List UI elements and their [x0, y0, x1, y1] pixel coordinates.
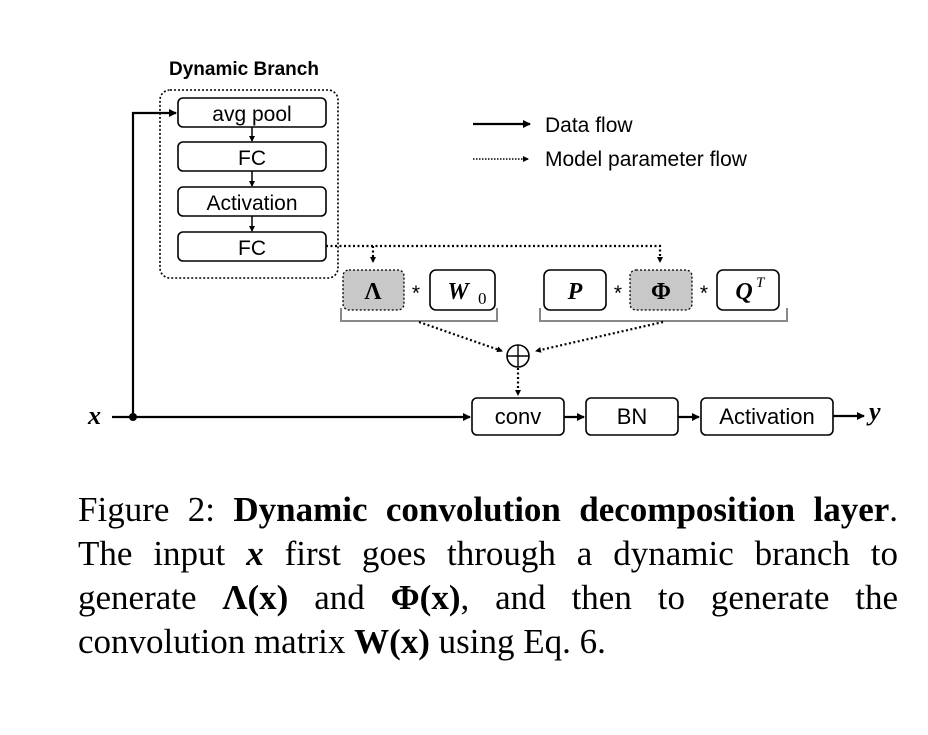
branch-container [159, 89, 339, 279]
caption-math: x [246, 534, 264, 573]
times-symbol: * [700, 282, 708, 305]
branch-box-fc-2: FC [177, 231, 327, 262]
branch-title: Dynamic Branch [169, 59, 319, 80]
param-flow-merge-left [418, 320, 503, 353]
caption-text: , and then to generate the convolution m… [78, 578, 898, 661]
caption-label: Figure 2: [78, 490, 215, 529]
conv-label: conv [495, 404, 541, 429]
conv-box: conv [471, 397, 565, 436]
branch-input-line [131, 109, 177, 417]
phi-box: Φ [629, 269, 693, 311]
phi-symbol: Φ [651, 279, 671, 305]
legend-param-flow-label: Model parameter flow [545, 148, 748, 171]
bn-label: BN [617, 404, 648, 429]
caption-math: Λ(x) [222, 578, 289, 617]
bracket-left [340, 308, 498, 322]
branch-box-label: FC [238, 147, 266, 170]
lambda-box: Λ [342, 269, 405, 311]
branch-box-activation: Activation [177, 186, 327, 217]
q-symbol: Q [735, 279, 752, 305]
output-y-label: y [866, 397, 881, 426]
p-box: P [543, 269, 607, 311]
p-symbol: P [567, 279, 583, 305]
param-flow-line [326, 244, 663, 263]
caption-text: and [314, 578, 365, 617]
branch-box-fc-1: FC [177, 141, 327, 172]
caption-text: using Eq. 6. [438, 622, 606, 661]
times-symbol: * [614, 282, 622, 305]
branch-box-avg-pool: avg pool [177, 97, 327, 128]
caption-text: first goes through a dynamic branch to g… [78, 534, 899, 617]
param-flow-merge-right [535, 320, 664, 353]
w0-box: W 0 [429, 269, 496, 311]
caption-text: . The input [78, 490, 899, 573]
bracket-right [539, 308, 788, 322]
sum-node [506, 344, 530, 368]
q-superscript: T [756, 275, 766, 291]
caption-math: W(x) [354, 622, 430, 661]
caption-title: Dynamic convolution decomposition layer [233, 490, 890, 529]
w0-symbol: W [447, 279, 470, 305]
activation-box: Activation [700, 397, 834, 436]
branch-box-label: Activation [206, 192, 297, 215]
diagram: Dynamic Branch avg pool FC Activation FC… [87, 59, 881, 436]
branch-box-label: avg pool [212, 103, 291, 126]
w0-subscript: 0 [478, 289, 487, 308]
times-symbol: * [412, 282, 420, 305]
lambda-symbol: Λ [364, 279, 382, 305]
branch-box-label: FC [238, 237, 266, 260]
bn-box: BN [585, 397, 679, 436]
legend-data-flow-label: Data flow [545, 114, 633, 137]
input-x-label: x [87, 401, 101, 430]
q-box: Q T [716, 269, 780, 311]
figure-caption: Figure 2: Dynamic convolution decomposit… [78, 488, 898, 664]
activation-label: Activation [719, 404, 814, 429]
caption-math: Φ(x) [390, 578, 461, 617]
